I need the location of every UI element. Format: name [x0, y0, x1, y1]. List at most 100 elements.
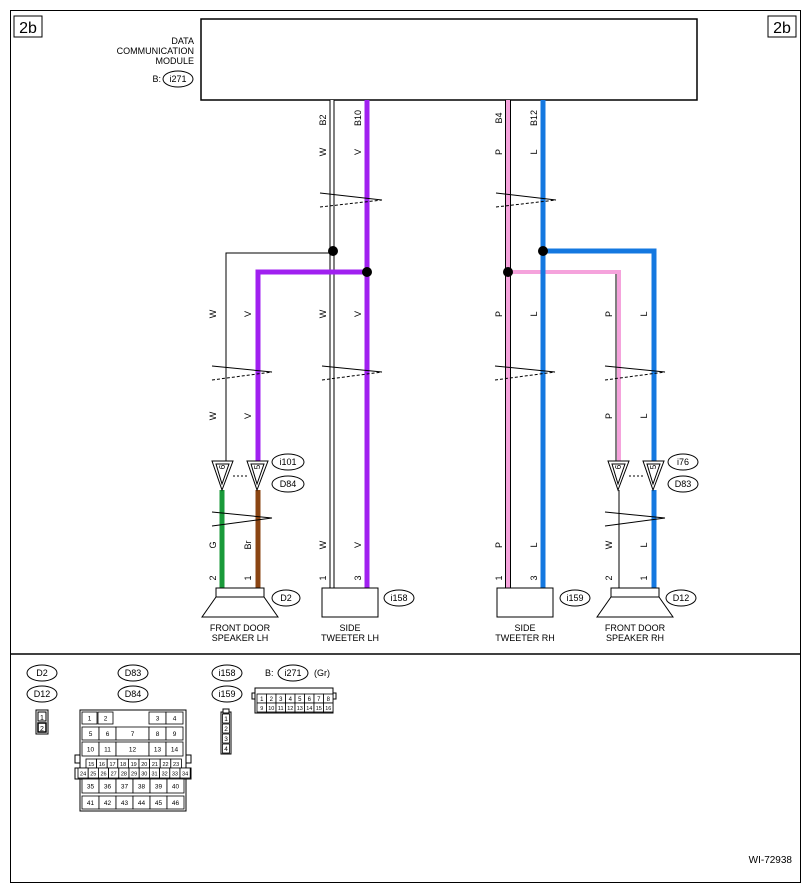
legend-pin: 10: [268, 706, 274, 712]
page-frame: [10, 10, 801, 883]
wire-color-label: P: [494, 542, 504, 548]
legend-pin: 10: [87, 747, 95, 754]
legend-pin: 20: [141, 762, 147, 768]
pink-wire-group: [505, 100, 621, 588]
legend-pin: 23: [173, 762, 179, 768]
legend-pin: 27: [111, 772, 117, 778]
legend-pin: 41: [87, 800, 95, 807]
module-label-2: COMMUNICATION: [117, 46, 194, 56]
wire-color-label: V: [243, 413, 253, 419]
legend-pin: 13: [297, 706, 303, 712]
legend-pin: 6: [308, 697, 312, 703]
wire-color-label: W: [604, 540, 614, 549]
pin-number: 6: [614, 464, 623, 469]
wire-color-label: W: [318, 147, 328, 156]
component-label: SPEAKER LH: [212, 633, 269, 643]
legend-pin: 35: [87, 784, 95, 791]
legend-pin: 16: [99, 762, 105, 768]
pin-number: 5: [649, 464, 658, 469]
legend-pin: 42: [104, 800, 112, 807]
legend-pin: 26: [100, 772, 106, 778]
pin-number: 1: [243, 575, 253, 580]
wire-color-label: P: [494, 149, 504, 155]
legend-connector: i271: [284, 668, 301, 678]
legend-pin: 43: [121, 800, 129, 807]
component-label: SIDE: [339, 623, 360, 633]
legend-pin: 3: [224, 736, 228, 743]
wire-color-label: P: [604, 413, 614, 419]
front-door-speaker-lh: D2 FRONT DOOR SPEAKER LH: [201, 587, 301, 643]
module-prefix: B:: [152, 74, 161, 84]
legend-pin: 34: [182, 772, 188, 778]
legend-pin: 11: [278, 706, 284, 712]
legend-pin: 40: [172, 784, 180, 791]
white-wire-group: [225, 100, 617, 588]
module-label-3: MODULE: [155, 56, 194, 66]
legend-pin: 7: [131, 731, 135, 738]
legend-pin: 2: [104, 716, 108, 723]
connector-label: i159: [566, 593, 583, 603]
legend-pin: 37: [121, 784, 129, 791]
legend-pin: 21: [152, 762, 158, 768]
legend-pin: 17: [109, 762, 115, 768]
legend-pin: 1: [40, 715, 44, 722]
legend-connector: D83: [125, 668, 142, 678]
legend-pin: 18: [120, 762, 126, 768]
wire-color-label: V: [353, 311, 363, 317]
legend-pin: 29: [131, 772, 137, 778]
connector-label: D83: [675, 479, 692, 489]
legend-pin: 6: [106, 731, 110, 738]
pin-number: 1: [318, 575, 328, 580]
pin-label: B10: [353, 110, 363, 126]
pin-number: 2: [604, 575, 614, 580]
legend-color: (Gr): [314, 668, 330, 678]
pin-number: 1: [494, 575, 504, 580]
legend-pin: 14: [306, 706, 312, 712]
wire-color-label: P: [604, 311, 614, 317]
legend-pin: 13: [154, 747, 162, 754]
legend-pin: 46: [172, 800, 180, 807]
component-label: FRONT DOOR: [605, 623, 666, 633]
module-connector-oval: [162, 70, 194, 88]
wire-color-label: L: [529, 311, 539, 316]
legend-pin: 1: [260, 697, 264, 703]
diagram-id: WI-72938: [749, 855, 793, 866]
connector-label: D2: [280, 593, 292, 603]
legend-pin: 2: [224, 726, 228, 733]
legend-pin: 32: [162, 772, 168, 778]
wire-color-label: L: [639, 413, 649, 418]
legend-pin: 8: [327, 697, 331, 703]
page-tag-right-box: [767, 15, 797, 38]
legend-pin: 19: [131, 762, 137, 768]
wire-color-label: V: [243, 311, 253, 317]
wire-color-label: Br: [243, 540, 253, 549]
splice-dot: [362, 267, 372, 277]
splice-dot: [328, 246, 338, 256]
legend-pin: 14: [171, 747, 179, 754]
side-tweeter-lh: i158 SIDE TWEETER LH: [321, 587, 415, 643]
legend-pin: 3: [279, 697, 283, 703]
wire-color-label: G: [208, 541, 218, 548]
pin-number: 3: [529, 575, 539, 580]
splice-dot: [538, 246, 548, 256]
wire-color-label: L: [639, 311, 649, 316]
legend-pin: 8: [156, 731, 160, 738]
legend-pin: 5: [298, 697, 302, 703]
legend-pin: 33: [172, 772, 178, 778]
pin-number: 2: [208, 575, 218, 580]
page-tag-left: 2b: [19, 20, 37, 37]
violet-wire-group: [255, 100, 370, 588]
legend-connector: D2: [36, 668, 48, 678]
component-label: SPEAKER RH: [606, 633, 664, 643]
component-label: TWEETER LH: [321, 633, 379, 643]
legend-pin: 15: [316, 706, 322, 712]
legend-pin: 11: [104, 747, 111, 754]
pin-number: 5: [253, 464, 262, 469]
legend-pin: 22: [162, 762, 168, 768]
page-tag-right: 2b: [773, 20, 791, 37]
legend-pin: 1: [224, 716, 228, 723]
front-door-speaker-rh: D12 FRONT DOOR SPEAKER RH: [596, 587, 697, 643]
